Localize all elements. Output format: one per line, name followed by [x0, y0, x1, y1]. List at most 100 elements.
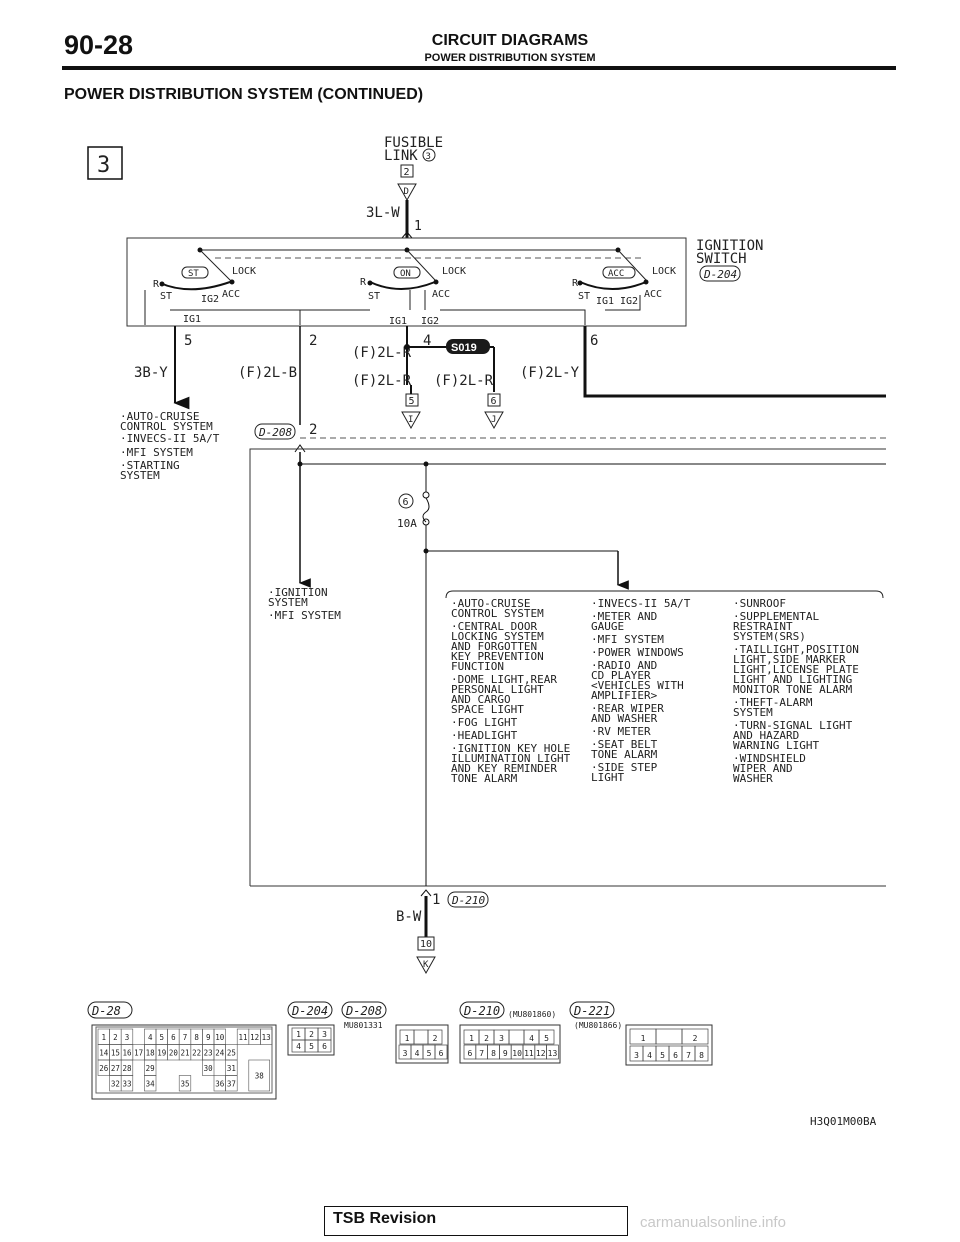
- svg-text:SYSTEM: SYSTEM: [268, 596, 308, 609]
- connector-pin-cell: [655, 1028, 683, 1045]
- svg-text:R: R: [572, 278, 579, 289]
- load-item: ·TAILLIGHT,POSITION: [733, 643, 859, 656]
- fusible-link-label-2: LINK: [384, 148, 418, 164]
- connector-pin: 3: [499, 1034, 504, 1043]
- bottom-connector-badge: [447, 891, 489, 908]
- connector-pin: 12: [536, 1049, 546, 1058]
- section-title: POWER DISTRIBUTION SYSTEM (CONTINUED): [64, 86, 424, 103]
- lock-label-2: LOCK: [442, 266, 466, 277]
- wire-r-left-label: (F)2L-R: [352, 373, 412, 389]
- switch-pos-st: ST: [188, 269, 199, 279]
- switch-connector-label: D-204: [703, 268, 737, 281]
- connector-pin: 2: [309, 1030, 314, 1039]
- load-item: ·POWER WINDOWS: [591, 646, 684, 659]
- connector-pin: 31: [227, 1064, 236, 1073]
- svg-text:D-221: D-221: [573, 1004, 610, 1018]
- left-loads-list: ·AUTO-CRUISE CONTROL SYSTEM ·INVECS-II 5…: [120, 410, 220, 482]
- connector-d-label: D: [404, 187, 409, 197]
- connector-pin: 12: [250, 1033, 259, 1042]
- pin-2: 2: [309, 333, 317, 349]
- connector-pin: 2: [693, 1034, 698, 1043]
- svg-text:D-204: D-204: [291, 1004, 328, 1018]
- connector-pin: 32: [111, 1079, 120, 1088]
- load-item: LIGHT,LICENSE PLATE: [733, 663, 859, 676]
- connector-pin: 4: [296, 1042, 301, 1051]
- connector-pin-cell: [178, 1075, 192, 1092]
- connector-pin: 11: [524, 1049, 534, 1058]
- load-item: WARNING LIGHT: [733, 739, 819, 752]
- connector-pin-cell: [508, 1029, 525, 1045]
- load-item: LIGHT,SIDE MARKER: [733, 653, 846, 666]
- circuit-number: 3: [97, 153, 110, 178]
- load-item: ·MFI SYSTEM: [591, 633, 664, 646]
- connector-pin: 9: [503, 1049, 508, 1058]
- connector-pin: 7: [479, 1049, 484, 1058]
- svg-text:J: J: [491, 415, 496, 425]
- connector-pin: 8: [699, 1051, 704, 1060]
- svg-text:IG1: IG1: [183, 314, 201, 325]
- connector-pin: 36: [215, 1079, 225, 1088]
- connector-pin: 25: [227, 1048, 236, 1057]
- connector-pin: 13: [262, 1033, 271, 1042]
- connector-pin: 10: [215, 1033, 225, 1042]
- connector-pin: 5: [660, 1051, 665, 1060]
- connector-pin: 5: [160, 1033, 165, 1042]
- ignition-switch-label-1: IGNITION: [696, 238, 763, 254]
- svg-text:SYSTEM: SYSTEM: [120, 469, 160, 482]
- circuit-number-box: [87, 146, 123, 180]
- connector-pin: 7: [183, 1033, 188, 1042]
- pin-5: 5: [184, 333, 192, 349]
- load-item: ·HEADLIGHT: [451, 729, 518, 742]
- pin-4: 4: [423, 333, 431, 349]
- fusible-link-number: 3: [426, 152, 431, 162]
- connector-pin-cell: [434, 1044, 448, 1060]
- connector-pin: 4: [415, 1049, 420, 1058]
- switch-section-st: ST LOCK R ST ACC IG2 IG1: [153, 247, 256, 325]
- svg-text:(MU801866): (MU801866): [574, 1021, 622, 1030]
- connector-pin: 28: [122, 1064, 132, 1073]
- svg-text:K: K: [423, 960, 429, 970]
- page-number: 90-28: [64, 30, 134, 60]
- load-item: SYSTEM(SRS): [733, 630, 806, 643]
- svg-text:D-208: D-208: [258, 426, 292, 439]
- connector-pin: 4: [647, 1051, 652, 1060]
- lock-label-1: LOCK: [232, 266, 256, 277]
- connector-pin: 18: [146, 1048, 156, 1057]
- connector-pin: 7: [686, 1051, 691, 1060]
- wire-b-w-label: B-W: [396, 909, 422, 925]
- svg-text:D-28: D-28: [91, 1004, 121, 1018]
- svg-text:·STARTING: ·STARTING: [120, 459, 180, 472]
- svg-text:·MFI SYSTEM: ·MFI SYSTEM: [268, 609, 341, 622]
- load-item: WASHER: [733, 772, 773, 785]
- load-item: ·RADIO AND: [591, 659, 657, 672]
- svg-text:6: 6: [491, 396, 497, 407]
- connector-pin: 3: [125, 1033, 130, 1042]
- connector-pin: 33: [122, 1079, 131, 1088]
- svg-text:I: I: [408, 415, 413, 425]
- connector-pin: 22: [192, 1048, 201, 1057]
- connector-k-marker: [416, 956, 436, 975]
- connector-pin-cell: [202, 1059, 215, 1076]
- load-item: AND WASHER: [591, 712, 658, 725]
- svg-text:R: R: [153, 279, 160, 290]
- connector-pin-cell: [144, 1075, 157, 1092]
- connector-pin: 8: [491, 1049, 496, 1058]
- wire-r-right-label: (F)2L-R: [434, 373, 494, 389]
- connector-pin: 2: [484, 1034, 489, 1043]
- svg-text:·IGNITION: ·IGNITION: [268, 586, 328, 599]
- connector-pin-cell: [694, 1045, 709, 1062]
- connector-pin: 11: [238, 1033, 247, 1042]
- header-rule: [62, 66, 896, 70]
- load-column-1: ·AUTO-CRUISE CONTROL SYSTEM·CENTRAL DOOR…: [451, 597, 571, 785]
- connector-pin: 6: [439, 1049, 444, 1058]
- load-item: <VEHICLES WITH: [591, 679, 684, 692]
- connector-pin: 16: [122, 1048, 132, 1057]
- wire-top-chevron: [401, 231, 413, 239]
- connector-pin-cell: [225, 1075, 238, 1092]
- connector-pin-cell: [538, 1029, 555, 1045]
- connector-pin: 8: [194, 1033, 199, 1042]
- load-item: ·IGNITION KEY HOLE: [451, 742, 570, 755]
- connector-pin: 26: [99, 1064, 109, 1073]
